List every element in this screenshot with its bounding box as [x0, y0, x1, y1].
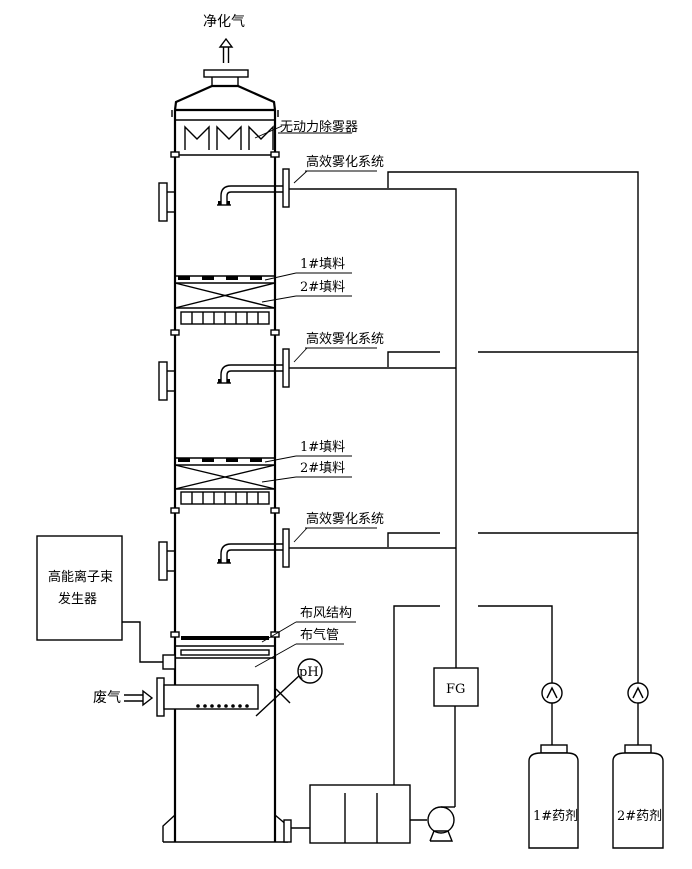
ph-probe: pH [255, 658, 323, 717]
atomizer-2-label: 高效雾化系统 [306, 331, 384, 347]
atomizer-system-1: 高效雾化系统 [217, 154, 457, 668]
atomizer-3-label: 高效雾化系统 [306, 511, 384, 527]
packing-section-b: 1#填料 2#填料 [174, 440, 352, 505]
demister: 无动力除雾器 [175, 119, 358, 156]
atomizer-system-2: 高效雾化系统 [217, 331, 456, 388]
chem-2-label: 2#药剂 [617, 809, 662, 824]
chemical-tank-1: 1#药剂 [528, 682, 579, 849]
dosing-pump-2-icon [627, 682, 649, 704]
packing-1-label-b: 1#填料 [300, 440, 345, 455]
packing-2-label-a: 2#填料 [300, 280, 345, 295]
waste-gas-label: 废气 [93, 690, 121, 706]
shell-flanges [158, 151, 280, 638]
gas-pipe-label: 布气管 [300, 627, 339, 643]
ion-generator-label-line1: 高能离子束 [48, 569, 113, 585]
tower-shell [162, 110, 289, 843]
ph-label: pH [299, 665, 319, 680]
circulation-pump-icon [427, 806, 455, 842]
atomizer-system-3: 高效雾化系统 [217, 511, 456, 568]
recirculation-loop: FG [283, 667, 479, 844]
ion-beam-generator: 高能离子束 发生器 [36, 535, 163, 663]
distributor-label: 布风结构 [300, 606, 352, 621]
packing-section-a: 1#填料 2#填料 [174, 257, 352, 325]
chemical-tank-2: 2#药剂 [612, 682, 664, 849]
demister-label: 无动力除雾器 [280, 120, 358, 135]
chemical-dosing-lines [387, 171, 639, 785]
clean-gas-label: 净化气 [203, 14, 245, 30]
circulation-tank [309, 784, 411, 844]
flow-regulator [433, 667, 479, 707]
up-arrow-icon [218, 37, 234, 63]
atomizer-1-label: 高效雾化系统 [306, 154, 384, 170]
gas-distributor: 布风结构 布气管 [162, 606, 356, 670]
chem-1-label: 1#药剂 [533, 809, 578, 824]
right-arrow-icon [124, 689, 154, 707]
packing-1-label-a: 1#填料 [300, 257, 345, 272]
clean-gas-outlet: 净化气 [171, 14, 279, 117]
waste-gas-inlet: 废气 [93, 677, 259, 717]
fg-label: FG [446, 682, 465, 697]
packing-2-label-b: 2#填料 [300, 461, 345, 476]
dosing-pump-1-icon [541, 682, 563, 704]
ion-generator-label-line2: 发生器 [58, 591, 97, 607]
